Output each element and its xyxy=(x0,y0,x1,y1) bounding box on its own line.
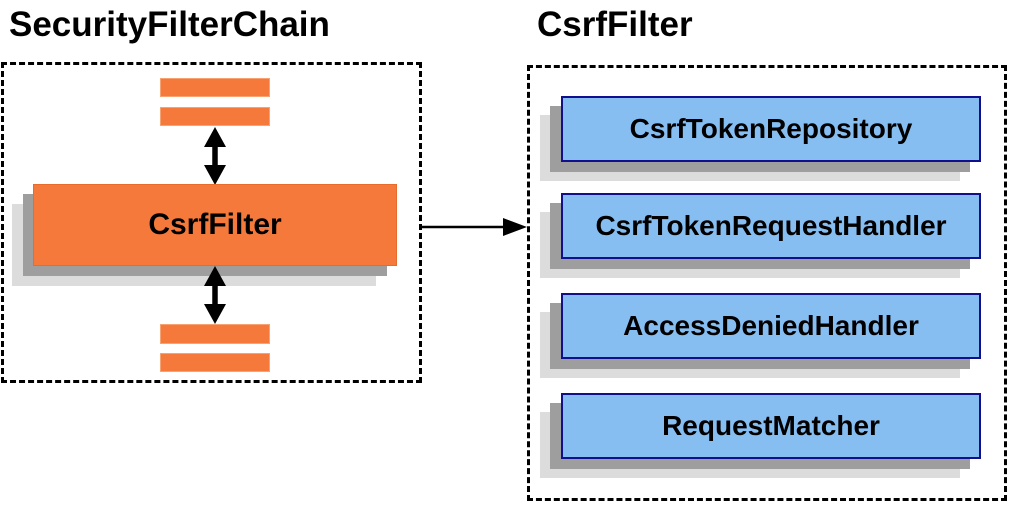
component-box-label: RequestMatcher xyxy=(561,393,981,459)
component-box-label: CsrfTokenRepository xyxy=(561,96,981,162)
component-box: CsrfTokenRepository xyxy=(540,96,981,181)
component-box-label: CsrfTokenRequestHandler xyxy=(561,193,981,259)
left-panel-title: SecurityFilterChain xyxy=(9,5,330,44)
filter-placeholder-bar xyxy=(160,324,270,344)
filter-placeholder-bar xyxy=(160,107,270,126)
bidirectional-arrow-icon xyxy=(204,266,226,324)
security-filter-chain-panel xyxy=(1,62,422,383)
component-box: RequestMatcher xyxy=(540,393,981,478)
component-box: CsrfTokenRequestHandler xyxy=(540,193,981,278)
csrf-filter-box-label: CsrfFilter xyxy=(33,184,397,266)
csrf-filter-chain-box: CsrfFilter xyxy=(12,184,397,286)
right-panel-title: CsrfFilter xyxy=(537,5,693,44)
csrf-filter-detail-panel xyxy=(527,65,1007,501)
detail-connector-arrow-icon xyxy=(422,218,527,236)
component-box: AccessDeniedHandler xyxy=(540,293,981,378)
filter-placeholder-bar xyxy=(160,78,270,97)
filter-placeholder-bar xyxy=(160,353,270,372)
bidirectional-arrow-icon xyxy=(204,127,226,185)
component-box-label: AccessDeniedHandler xyxy=(561,293,981,359)
